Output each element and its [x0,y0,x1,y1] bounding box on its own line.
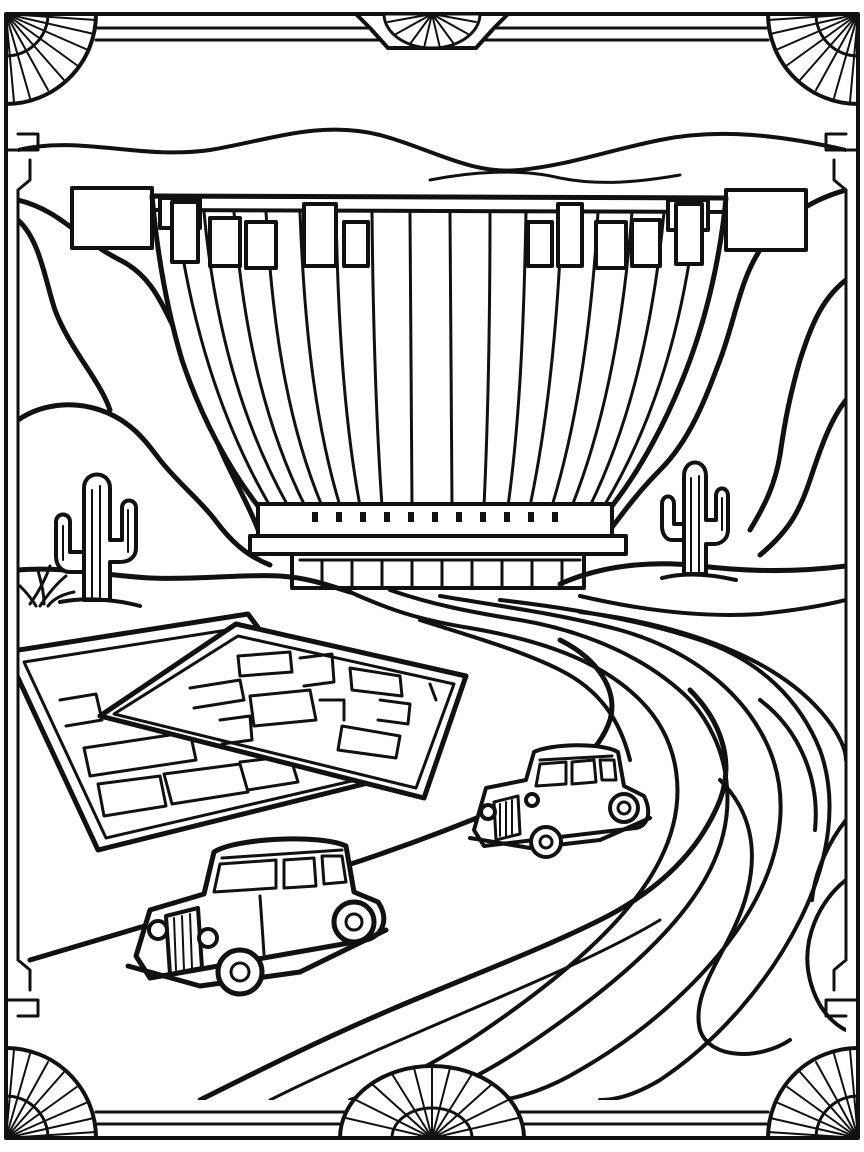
gallery-windows [312,512,558,522]
right-tower [724,188,808,252]
dam-icon [70,186,808,590]
fan-sunburst-icon [766,1046,860,1140]
vintage-car-icon [468,743,652,859]
dam-crest [150,208,728,214]
vintage-car-icon [125,836,389,997]
powerhouse [248,534,628,556]
fan-sunburst-icon [4,12,98,106]
saguaro-cactus-icon [54,472,142,608]
fan-sunburst-icon [766,12,860,106]
back-hills [18,127,846,173]
art-deco-border-icon [4,12,860,1140]
fan-sunburst-icon [338,1064,526,1140]
right-slope-inner [747,277,846,533]
powerhouse-bays [298,558,582,590]
saguaro-cactus-icon [660,460,738,582]
river-icon [348,588,846,1100]
left-slope-inner [18,217,113,413]
scene [18,127,846,1100]
fan-sunburst-icon [4,1046,98,1140]
fan-sunburst-icon [354,12,510,50]
right-slope-outer [757,397,846,558]
blueprint-plan-icon [97,621,469,801]
left-hill-front [18,402,273,568]
left-tower [70,186,154,250]
right-bank-lower [578,594,846,617]
back-hill-line [428,170,682,184]
dam-intake-blocks [158,196,710,270]
desert-plant-icon [18,564,76,608]
